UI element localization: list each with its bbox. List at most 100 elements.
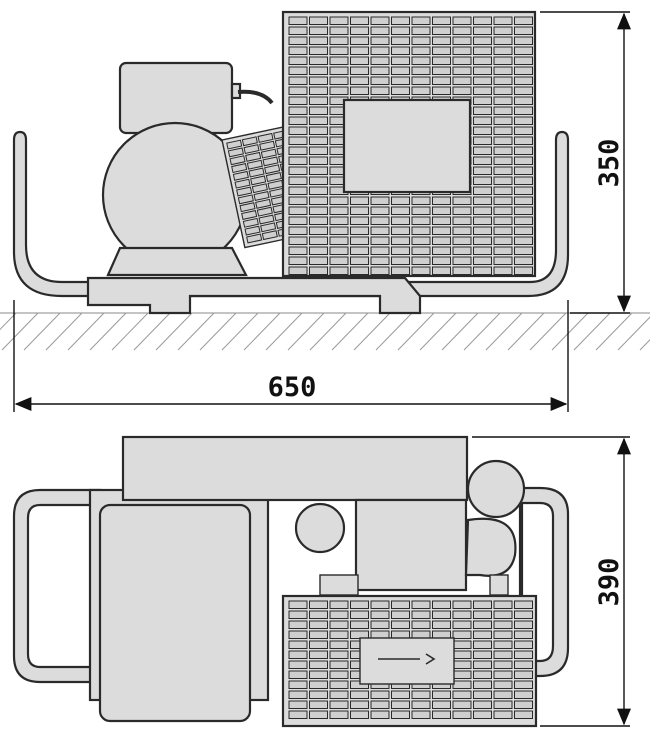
grille-cell — [432, 76, 451, 85]
grille-cell — [514, 86, 533, 95]
grille-cell — [514, 660, 533, 669]
grille-cell — [514, 116, 533, 125]
grille-cell — [239, 202, 256, 213]
grille-cell — [288, 176, 308, 185]
grille-cell — [391, 710, 410, 719]
grille-cell — [452, 226, 472, 235]
grille-cell — [309, 256, 328, 265]
hatch-line — [155, 312, 193, 351]
grille-cell — [452, 66, 472, 75]
hatch-line — [397, 312, 435, 351]
grille-cell — [493, 136, 513, 145]
grille-cell — [432, 246, 451, 255]
grille-cell — [288, 600, 308, 609]
grille-cell — [264, 164, 281, 175]
grille-cell — [432, 86, 451, 95]
grille-cell — [234, 178, 251, 189]
grille-cell — [493, 126, 513, 135]
grille-cell — [288, 146, 308, 155]
grille-cell — [246, 233, 263, 244]
grille-cell — [452, 690, 472, 699]
grille-cell — [288, 116, 308, 125]
grille-cell — [370, 690, 390, 699]
grille-cell — [309, 16, 328, 25]
grille-cell — [255, 198, 272, 209]
hatch-line — [419, 312, 457, 351]
grille-cell — [391, 226, 410, 235]
grille-cell — [370, 66, 390, 75]
grille-cell — [350, 216, 369, 225]
grille-cell — [411, 56, 431, 65]
grille-cell — [309, 176, 328, 185]
grille-cell — [242, 217, 259, 228]
grille-cell — [493, 66, 513, 75]
grille-cell — [288, 26, 308, 35]
grille-cell — [514, 176, 533, 185]
grille-cell — [391, 16, 410, 25]
grille-cell — [473, 650, 492, 659]
grille-cell — [350, 76, 369, 85]
grille-cell — [493, 690, 513, 699]
grille-cell — [514, 630, 533, 639]
grille-cell — [473, 620, 492, 629]
grille-cell — [329, 26, 349, 35]
grille-cell — [473, 226, 492, 235]
grille-cell — [309, 236, 328, 245]
grille-cell — [288, 266, 308, 275]
grille-cell — [237, 194, 254, 205]
hatch-line — [331, 312, 369, 351]
grille-cell — [288, 660, 308, 669]
hatch-line — [23, 312, 61, 351]
grille-cell — [514, 136, 533, 145]
grille-cell — [493, 56, 513, 65]
grille-cell — [288, 630, 308, 639]
grille-cell — [391, 266, 410, 275]
hatch-line — [45, 312, 83, 351]
grille-cell — [493, 680, 513, 689]
hatch-line — [221, 312, 259, 351]
grille-cell — [493, 710, 513, 719]
grille-cell — [493, 236, 513, 245]
grille-cell — [411, 236, 431, 245]
grille-cell — [473, 26, 492, 35]
grille-cell — [370, 206, 390, 215]
base-plate — [86, 276, 422, 315]
grille-cell — [411, 610, 431, 619]
hatch-line — [551, 312, 589, 351]
grille-cell — [329, 246, 349, 255]
grille-cell — [473, 166, 492, 175]
grille-cell — [309, 116, 328, 125]
grille-cell — [261, 230, 278, 241]
grille-cell — [391, 206, 410, 215]
grille-cell — [243, 144, 260, 155]
grille-cell — [329, 206, 349, 215]
grille-cell — [514, 156, 533, 165]
grille-cell — [493, 256, 513, 265]
grille-cell — [350, 266, 369, 275]
grille-cell — [493, 96, 513, 105]
grille-cell — [350, 710, 369, 719]
grille-cell — [452, 600, 472, 609]
grille-cell — [288, 246, 308, 255]
grille-cell — [288, 710, 308, 719]
grille-cell — [288, 700, 308, 709]
grille-cell — [391, 76, 410, 85]
frame-rail-right — [518, 486, 570, 678]
cylinder-head-left — [294, 502, 346, 554]
grille-cell — [473, 66, 492, 75]
grille-cell — [432, 56, 451, 65]
grille-cell — [493, 166, 513, 175]
hatch-line — [353, 312, 391, 351]
grille-cell — [329, 610, 349, 619]
frame-rail-left — [12, 488, 102, 684]
grille-cell — [288, 670, 308, 679]
grille-cell — [493, 186, 513, 195]
grille-cell — [432, 196, 451, 205]
hatch-line — [441, 312, 479, 351]
grille-cell — [473, 206, 492, 215]
grille-cell — [493, 106, 513, 115]
grille-cell — [452, 256, 472, 265]
grille-cell — [329, 710, 349, 719]
top-dimensions: 390 — [472, 436, 631, 727]
